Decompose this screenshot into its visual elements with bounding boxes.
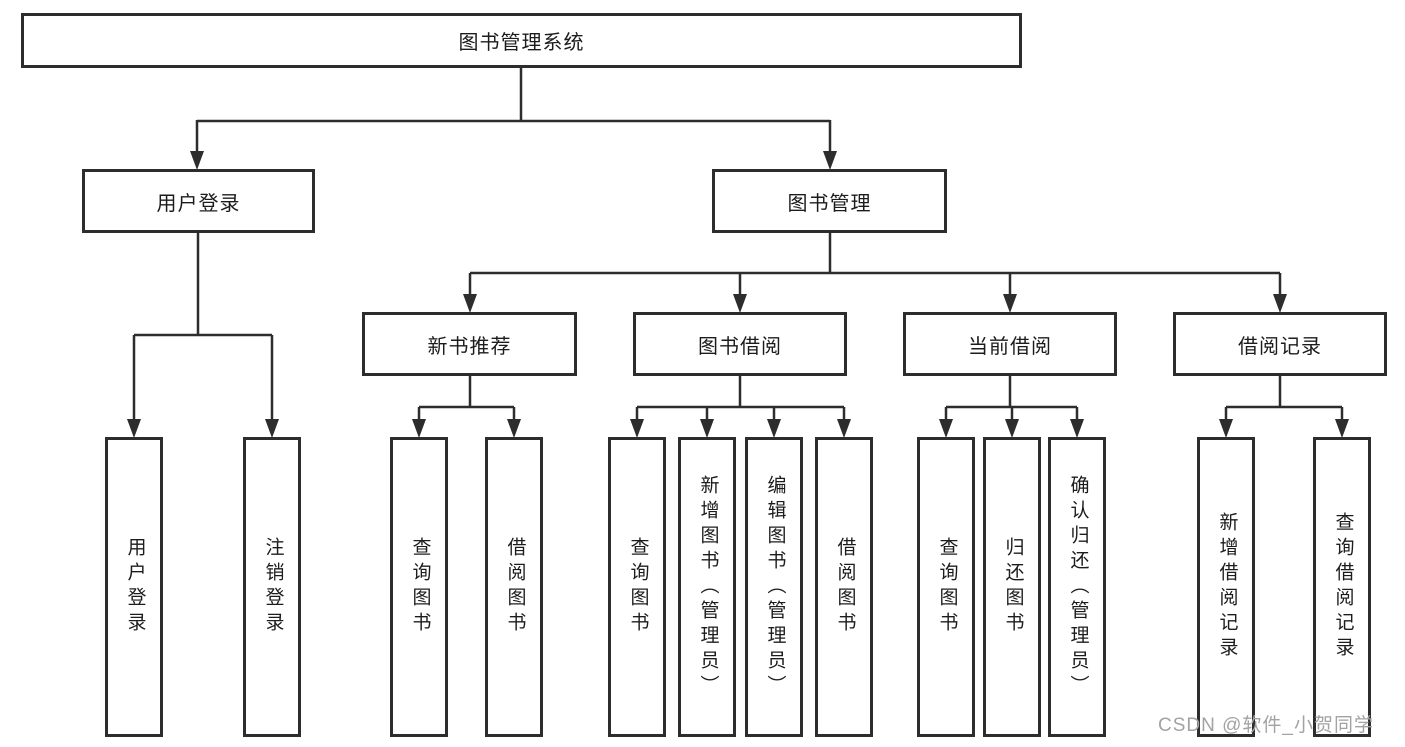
leaf-user-login-label: 用户登录	[124, 537, 146, 637]
leaf-user-login: 用户登录	[105, 437, 163, 737]
leaf-borrow-books-recommend-label: 借阅图书	[504, 537, 526, 637]
leaf-add-book-admin: 新增图书（管理员）	[678, 437, 736, 737]
node-new-book-recommendation-label: 新书推荐	[427, 335, 512, 358]
csdn-watermark: CSDN @软件_小贺同学	[1158, 715, 1374, 736]
leaf-add-borrow-record: 新增借阅记录	[1197, 437, 1255, 737]
leaf-logout-label: 注销登录	[262, 537, 284, 637]
arrowheads	[127, 151, 1349, 438]
node-book-borrowing-label: 图书借阅	[698, 335, 782, 358]
leaf-query-books-borrowing-label: 查询图书	[627, 537, 649, 637]
leaf-query-books-current-label: 查询图书	[936, 537, 958, 637]
leaf-query-books-recommend: 查询图书	[390, 437, 448, 737]
node-library-system: 图书管理系统	[21, 13, 1022, 68]
leaf-edit-book-admin-label: 编辑图书（管理员）	[764, 474, 786, 700]
node-user-login-label: 用户登录	[156, 192, 241, 215]
node-book-management-label: 图书管理	[787, 192, 872, 215]
leaf-return-book: 归还图书	[983, 437, 1041, 737]
node-library-system-label: 图书管理系统	[458, 32, 585, 54]
leaf-confirm-return-admin-label: 确认归还（管理员）	[1067, 474, 1089, 700]
leaf-add-book-admin-label: 新增图书（管理员）	[697, 474, 719, 700]
leaf-query-borrow-record-label: 查询借阅记录	[1332, 512, 1354, 662]
node-current-borrowing: 当前借阅	[903, 312, 1117, 376]
leaf-borrow-books: 借阅图书	[815, 437, 873, 737]
leaf-logout: 注销登录	[243, 437, 301, 737]
node-borrow-records-label: 借阅记录	[1238, 335, 1322, 358]
node-new-book-recommendation: 新书推荐	[362, 312, 577, 376]
leaf-query-books-recommend-label: 查询图书	[409, 537, 431, 637]
node-user-login: 用户登录	[82, 169, 315, 233]
node-book-management: 图书管理	[712, 169, 947, 233]
leaf-query-books-borrowing: 查询图书	[608, 437, 666, 737]
leaf-borrow-books-recommend: 借阅图书	[485, 437, 543, 737]
leaf-add-borrow-record-label: 新增借阅记录	[1216, 512, 1238, 662]
leaf-confirm-return-admin: 确认归还（管理员）	[1048, 437, 1106, 737]
node-current-borrowing-label: 当前借阅	[968, 335, 1052, 358]
leaf-query-books-current: 查询图书	[917, 437, 975, 737]
leaf-borrow-books-label: 借阅图书	[834, 537, 856, 637]
leaf-edit-book-admin: 编辑图书（管理员）	[745, 437, 803, 737]
node-borrow-records: 借阅记录	[1173, 312, 1387, 376]
node-book-borrowing: 图书借阅	[633, 312, 847, 376]
leaf-query-borrow-record: 查询借阅记录	[1313, 437, 1371, 737]
leaf-return-book-label: 归还图书	[1002, 537, 1024, 637]
